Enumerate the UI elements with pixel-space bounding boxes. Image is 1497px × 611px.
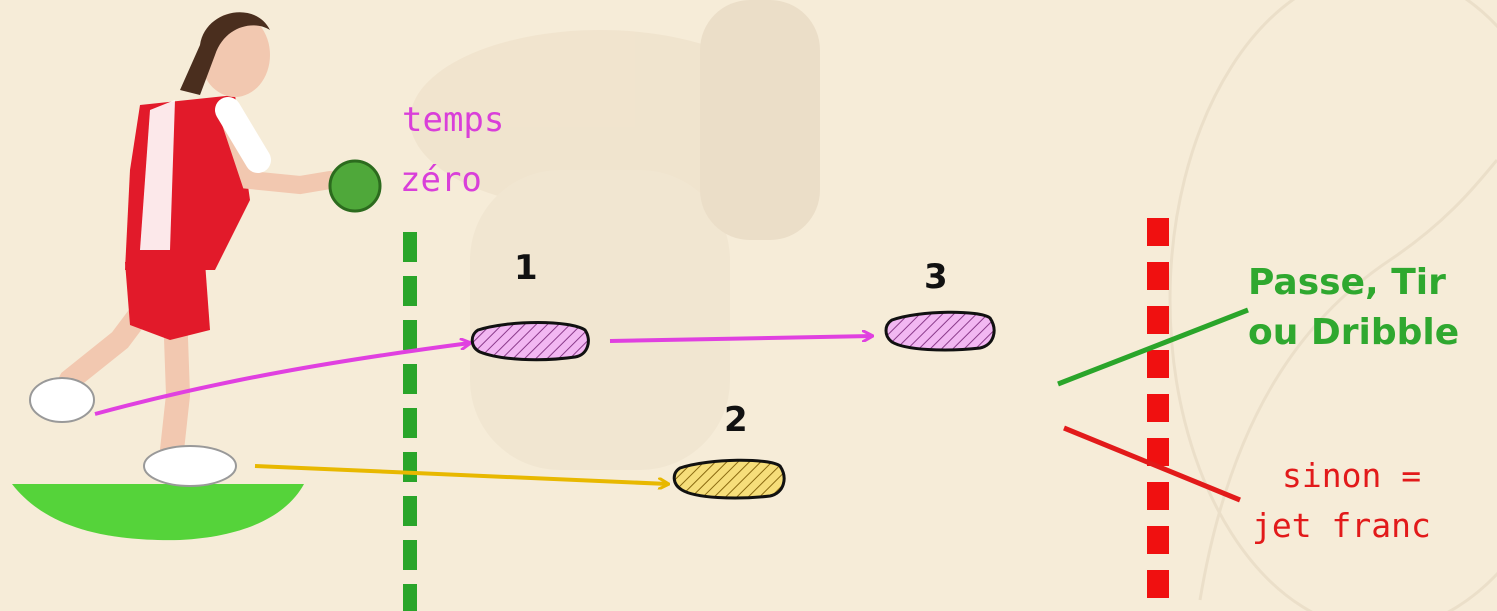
sinon-label-line1: sinon = <box>1282 456 1422 495</box>
handball-player-figure <box>29 12 339 487</box>
arrow-to-step2 <box>254 464 668 484</box>
pass-label-line1: Passe, Tir <box>1248 262 1446 303</box>
handball-ball-icon <box>328 159 382 213</box>
label-zero: zéro <box>400 160 482 200</box>
footprint-step2 <box>672 458 786 500</box>
sinon-label-line2: jet franc <box>1252 506 1431 545</box>
pass-label-line2: ou Dribble <box>1248 312 1460 353</box>
step-number-3: 3 <box>924 257 948 297</box>
background-figures <box>410 0 1497 611</box>
arrow-to-step1 <box>94 343 470 416</box>
free-throw-decision-line <box>1063 425 1241 503</box>
court-area <box>12 484 304 541</box>
footprint-step1 <box>470 321 590 362</box>
step-number-1: 1 <box>514 248 538 288</box>
arrow-step1-to-step3 <box>609 336 872 343</box>
pass-decision-line <box>1057 307 1249 387</box>
label-temps: temps <box>402 100 505 140</box>
step-number-2: 2 <box>724 400 748 440</box>
footprint-step3 <box>884 310 996 352</box>
